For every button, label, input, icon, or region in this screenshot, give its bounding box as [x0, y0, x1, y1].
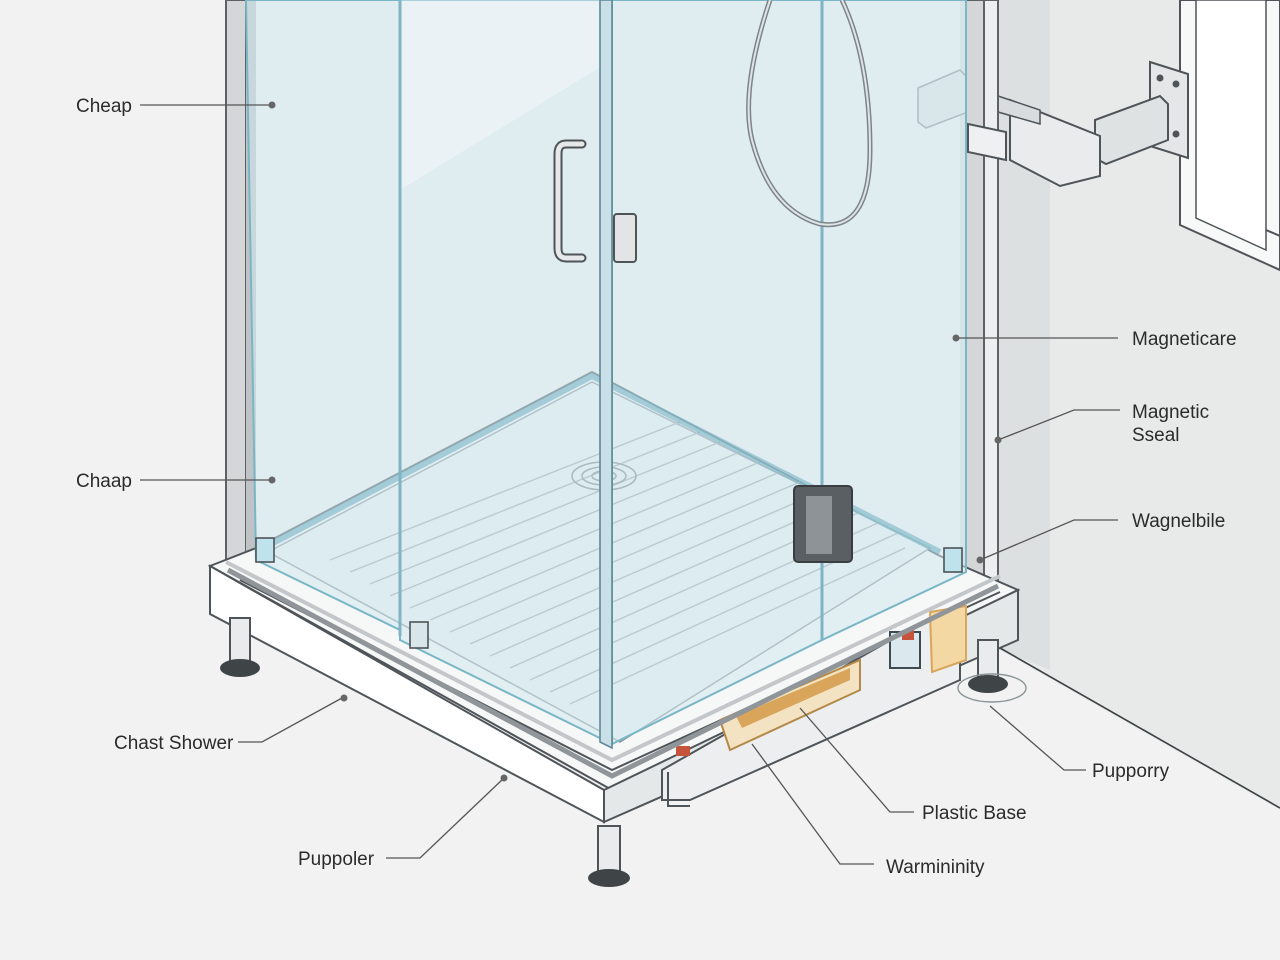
- label-magnetic-seal-2: Sseal: [1132, 425, 1180, 446]
- glass-right-front: [611, 0, 823, 746]
- foot-left: [229, 617, 251, 663]
- callout-labels: Cheap Chaap Chast Shower Puppoler Magnet…: [76, 96, 1237, 878]
- label-magneticare: Magneticare: [1132, 329, 1237, 350]
- label-magnetic-seal-1: Magnetic: [1132, 402, 1209, 423]
- floor-wall-line: [999, 647, 1280, 809]
- label-chaap: Chaap: [76, 471, 132, 492]
- label-puppoler: Puppoler: [298, 849, 375, 870]
- label-cheap: Cheap: [76, 96, 132, 117]
- front-frame: [225, 0, 1001, 779]
- door-hardware: [553, 139, 853, 563]
- shower-hose: [746, 0, 873, 228]
- base-cutaway: [661, 604, 967, 807]
- label-wagnelbile: Wagnelbile: [1132, 511, 1225, 532]
- label-pupporry: Pupporry: [1092, 761, 1170, 782]
- glass-left-back: [244, 0, 401, 632]
- leader-lines: [140, 101, 1120, 865]
- support-feet: [220, 617, 1027, 887]
- foot-right: [977, 639, 999, 679]
- window: [1179, 0, 1280, 272]
- door-clamp: [613, 213, 637, 263]
- label-warminity: Warmininity: [886, 857, 985, 878]
- glass-highlight: [400, 0, 612, 190]
- label-plastic-base: Plastic Base: [922, 803, 1027, 824]
- foot-front: [597, 825, 621, 873]
- label-chast-shower: Chast Shower: [114, 733, 234, 754]
